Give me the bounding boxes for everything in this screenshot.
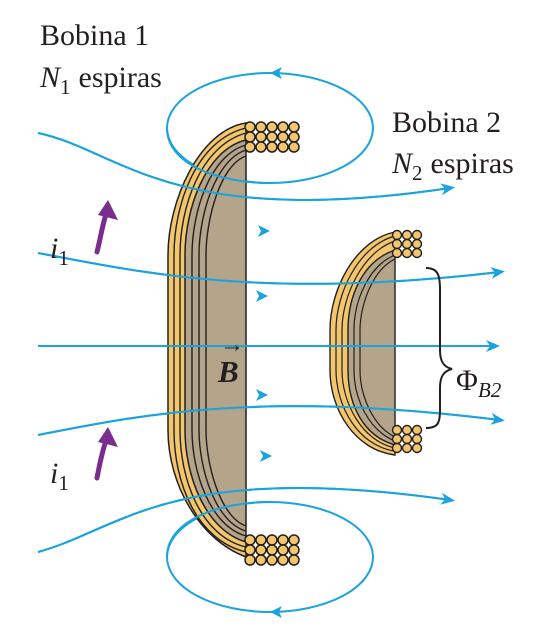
coil-1 xyxy=(167,121,300,566)
current-label-upper: i1 xyxy=(50,232,69,270)
field-arrow-icon xyxy=(270,606,282,618)
current-arrowhead-lower-icon xyxy=(98,427,118,447)
coil-2-top-wire-ends xyxy=(391,229,423,259)
flux-label: ΦB2 xyxy=(456,364,502,402)
coil-2-name: Bobina 2 xyxy=(392,106,501,139)
field-arrow-icon xyxy=(256,290,268,302)
current-arrow-upper-icon xyxy=(94,208,110,255)
field-line-fronts xyxy=(37,127,505,558)
field-arrow-icon xyxy=(270,67,282,79)
coil-1-name: Bobina 1 xyxy=(40,19,149,52)
field-label: B xyxy=(217,354,239,389)
coil-2-bottom-wire-ends xyxy=(391,424,423,454)
current-arrowhead-upper-icon xyxy=(98,200,118,220)
field-direction-arrows xyxy=(256,67,282,618)
field-arrow-icon xyxy=(260,450,272,462)
flux-brace xyxy=(425,267,453,429)
current-label-lower: i1 xyxy=(50,457,69,495)
field-vector-arrow: → xyxy=(220,332,244,358)
field-arrow-icon xyxy=(258,225,270,237)
coil-1-top-wire-ends xyxy=(244,121,300,153)
coil-2 xyxy=(329,229,423,456)
coil-1-bottom-wire-ends xyxy=(244,534,300,566)
field-arrow-icon xyxy=(256,389,268,401)
current-arrow-lower-icon xyxy=(94,435,110,481)
